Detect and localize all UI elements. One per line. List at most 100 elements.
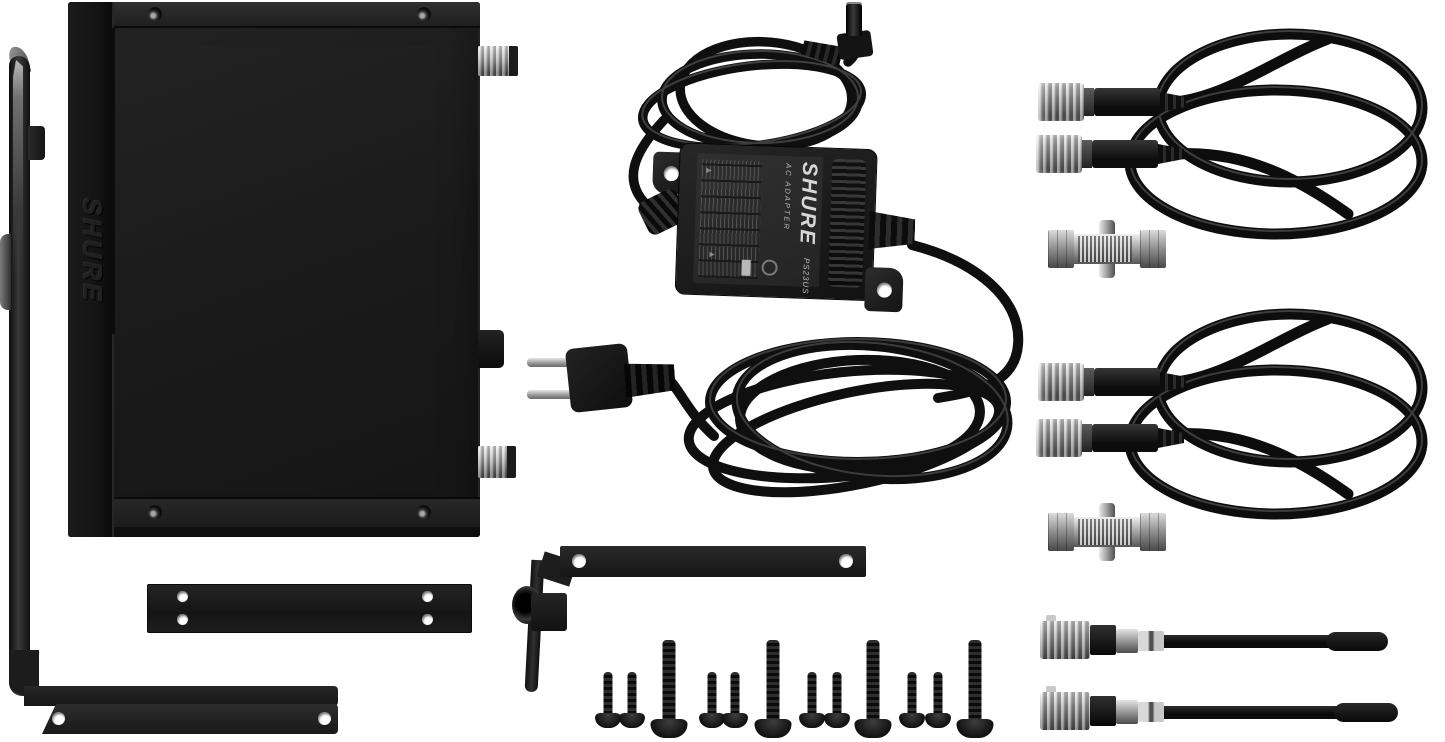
ac-cord-strain-relief bbox=[868, 211, 915, 251]
antenna-swivel-joint bbox=[1116, 700, 1138, 724]
screw-shaft bbox=[807, 672, 817, 716]
coupler-threads bbox=[1078, 236, 1132, 262]
screw-shaft bbox=[662, 640, 675, 722]
antenna-pin bbox=[1046, 686, 1056, 695]
ac-cord-sheen bbox=[709, 338, 1009, 478]
receiver-left-rail bbox=[68, 2, 114, 537]
antenna-collar bbox=[1090, 625, 1116, 655]
power-port bbox=[478, 330, 504, 368]
mounting-screw-short bbox=[699, 672, 725, 728]
bnc-strain-ribs bbox=[1160, 372, 1186, 392]
warning-triangle-icon: ▲ bbox=[707, 249, 718, 260]
bnc-coupler bbox=[1048, 503, 1166, 561]
antenna-swivel-joint bbox=[1116, 629, 1138, 653]
bnc-knurl-nut bbox=[1036, 135, 1082, 173]
panel-screw bbox=[417, 505, 431, 519]
bnc-coupler bbox=[1048, 220, 1166, 278]
screw-head bbox=[699, 713, 725, 728]
mounting-screw-long bbox=[754, 640, 791, 738]
adapter-rib-texture bbox=[827, 158, 867, 288]
screw-head bbox=[925, 713, 951, 728]
bnc-connector bbox=[1038, 362, 1188, 402]
mounting-screw-short bbox=[899, 672, 925, 728]
mounting-screw-short bbox=[824, 672, 850, 728]
mounting-screw-short bbox=[619, 672, 645, 728]
screw-head bbox=[956, 719, 993, 738]
coupler-nut bbox=[1048, 230, 1074, 268]
bracket-foot-bar bbox=[24, 686, 338, 706]
screw-head bbox=[824, 713, 850, 728]
receiver-groove bbox=[112, 28, 115, 334]
bracket-bar bbox=[560, 546, 866, 577]
ac-adapter: ▲ ▲ AC ADAPTER SHUREPS23US bbox=[635, 133, 920, 320]
adapter-label: ▲ ▲ AC ADAPTER SHUREPS23US bbox=[692, 153, 824, 294]
mounting-screw-short bbox=[722, 672, 748, 728]
cable-loops bbox=[1124, 308, 1428, 520]
panel-screw bbox=[148, 7, 162, 21]
antenna-pin bbox=[1046, 615, 1056, 624]
bracket-rod-highlight bbox=[13, 60, 23, 272]
adapter-brand: SHURE bbox=[795, 161, 822, 246]
antenna-bnc-connector bbox=[1040, 692, 1090, 730]
screw-hole bbox=[839, 554, 853, 568]
bnc-coax-cable bbox=[1028, 16, 1442, 268]
mounting-screw-long bbox=[854, 640, 891, 738]
receiver-bottom-lip bbox=[68, 527, 480, 537]
plug-prong bbox=[527, 358, 575, 367]
bnc-connector bbox=[1038, 82, 1188, 122]
screw-hole bbox=[52, 712, 65, 725]
antenna-bnc-port bbox=[478, 446, 516, 478]
mounting-screw-long bbox=[956, 640, 993, 738]
bnc-collar bbox=[1084, 88, 1094, 116]
screw-head bbox=[619, 713, 645, 728]
bnc-knurl-nut bbox=[1036, 419, 1082, 457]
screw-head bbox=[799, 713, 825, 728]
bnc-strain-ribs bbox=[1160, 92, 1186, 112]
screw-hole bbox=[422, 614, 433, 625]
panel-screw bbox=[417, 7, 431, 21]
screw-head bbox=[854, 719, 891, 738]
plug-body bbox=[564, 342, 634, 414]
bnc-connector bbox=[1036, 134, 1186, 174]
antenna-collar bbox=[1090, 696, 1116, 726]
bnc-antenna bbox=[1040, 615, 1400, 663]
screw-shaft bbox=[968, 640, 981, 722]
bnc-strain-ribs bbox=[1158, 428, 1184, 448]
screw-hole bbox=[177, 614, 188, 625]
antenna-rod bbox=[1164, 706, 1340, 719]
certification-tag-icon bbox=[741, 259, 751, 276]
screw-shaft bbox=[707, 672, 717, 716]
bnc-port-cap bbox=[509, 46, 518, 76]
screw-shaft bbox=[907, 672, 917, 716]
screw-head bbox=[595, 713, 621, 728]
antenna-tip bbox=[1326, 632, 1388, 651]
bracket-rivet-bump bbox=[0, 234, 11, 310]
bnc-antenna bbox=[1040, 686, 1400, 734]
bnc-sleeve bbox=[1094, 368, 1160, 396]
warning-triangle-icon: ▲ bbox=[704, 165, 715, 176]
screw-hole bbox=[318, 712, 331, 725]
bnc-strain-ribs bbox=[1158, 144, 1184, 164]
bnc-sleeve bbox=[1094, 88, 1160, 116]
screw-hole bbox=[876, 282, 893, 298]
receiver-bottom-rail bbox=[68, 497, 480, 529]
coupler-nut bbox=[1140, 230, 1166, 268]
receiver-brand-emboss: SHURE bbox=[78, 198, 108, 305]
bnc-collar bbox=[1082, 140, 1092, 168]
screw-shaft bbox=[730, 672, 740, 716]
mounting-screw-short bbox=[595, 672, 621, 728]
screw-shaft bbox=[933, 672, 943, 716]
receiver-body bbox=[68, 2, 480, 537]
antenna-bnc-port bbox=[478, 46, 518, 76]
screw-shaft bbox=[832, 672, 842, 716]
screw-hole bbox=[572, 554, 586, 568]
screw-shaft bbox=[866, 640, 879, 722]
adapter-mount-tab bbox=[864, 266, 904, 313]
receiver-top-rail bbox=[68, 2, 480, 28]
screw-hole bbox=[177, 591, 188, 602]
coupler-nut bbox=[1140, 513, 1166, 551]
bnc-coax-cable bbox=[1028, 296, 1442, 548]
dc-cord-sheen bbox=[641, 50, 862, 146]
